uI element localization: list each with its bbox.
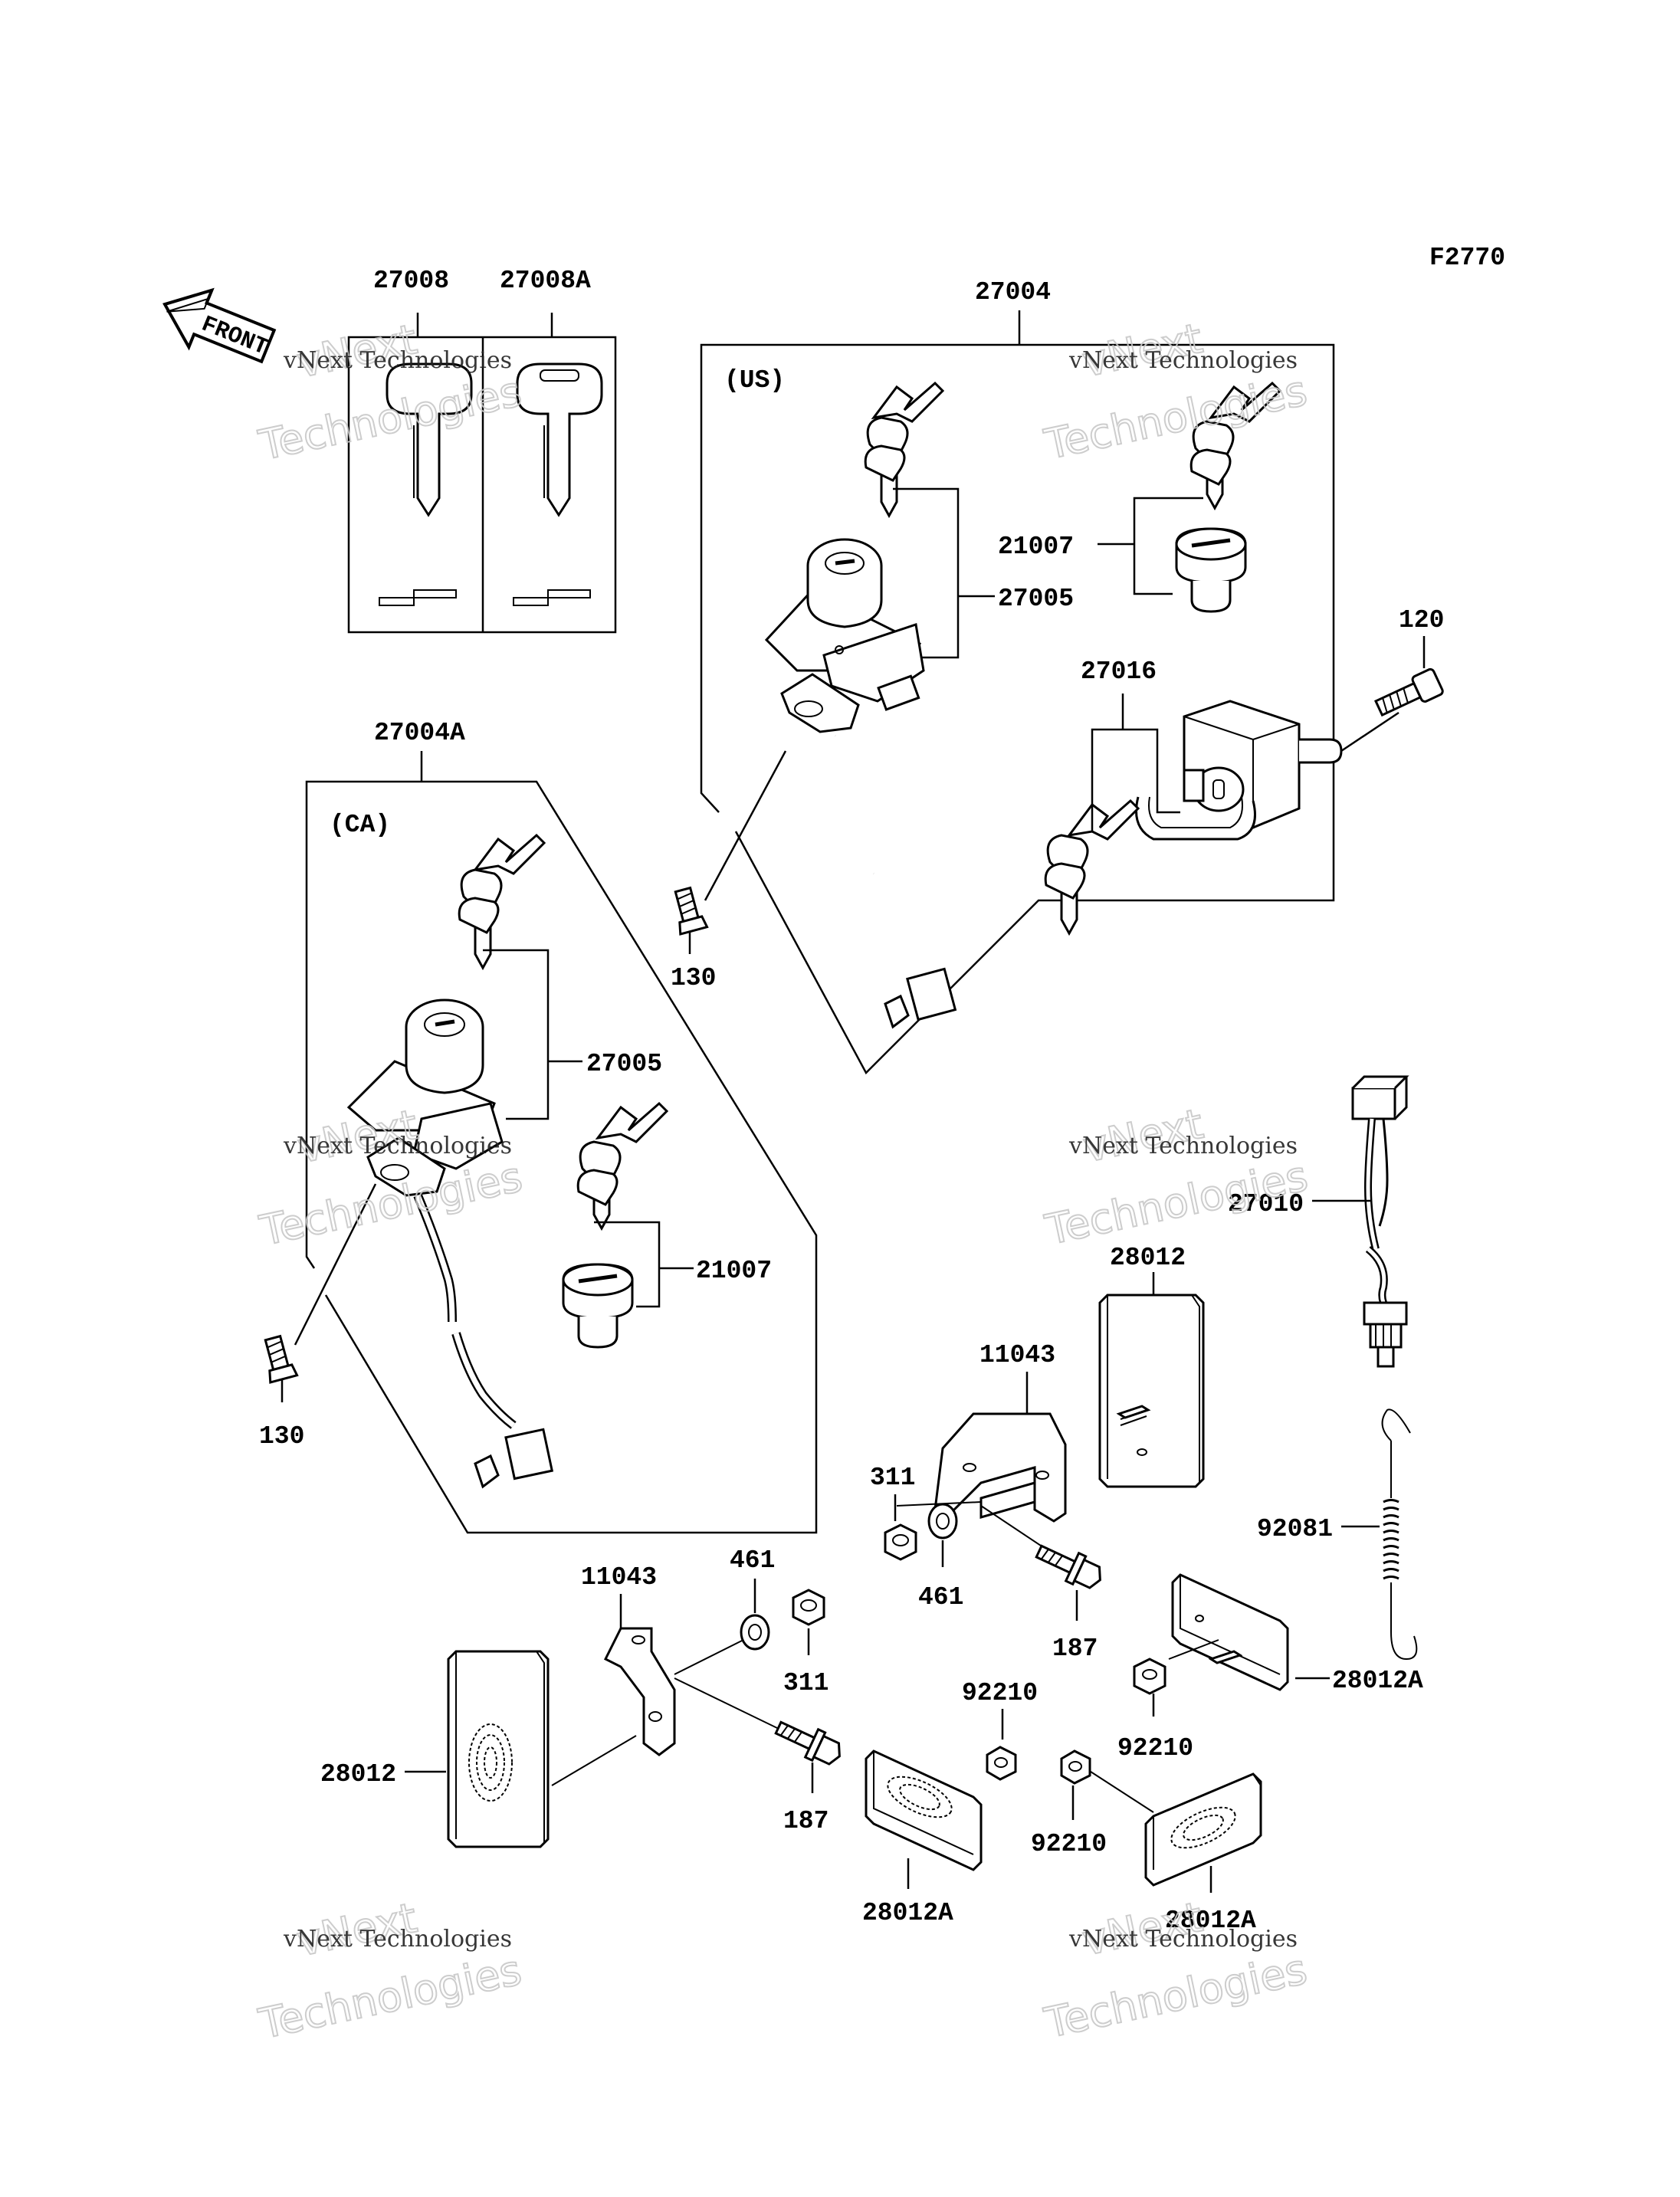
screw-130-us [674,886,709,936]
part-label-28012A-right: 28012A [1332,1667,1423,1695]
figure-code: F2770 [1429,244,1505,272]
part-label-27004A: 27004A [374,719,465,747]
bolt-187-top [1035,1544,1101,1589]
part-label-27004: 27004 [975,278,1051,307]
svg-text:vNext Technologies: vNext Technologies [1068,347,1298,374]
part-label-27005-ca: 27005 [586,1050,662,1078]
spring-92081 [1381,1408,1418,1661]
lock-cap-21007-us [1175,527,1247,613]
group-27004A-ca [305,751,818,1534]
svg-text:Technologies: Technologies [254,1946,525,2048]
reflector-28012A-right [1171,1573,1289,1691]
svg-text:vNext Technologies: vNext Technologies [283,347,512,374]
reflector-28012-left [447,1650,550,1848]
part-label-187-top: 187 [1052,1635,1098,1663]
part-label-28012A-br: 28012A [1165,1907,1256,1935]
group-27004-us [700,310,1335,1075]
part-label-21007-us: 21007 [998,533,1074,561]
part-label-311-top: 311 [870,1464,915,1492]
part-label-28012-top: 28012 [1110,1244,1186,1272]
nut-92210-b [986,1746,1017,1781]
key-set-21007-ca [576,1101,669,1231]
watermark-mid-right: Technologies vNext vNext Technologies [1040,1099,1312,1255]
reflector-pattern-icon [468,1723,513,1802]
bolt-187-left [774,1720,841,1766]
part-label-92210-b: 92210 [962,1679,1038,1707]
svg-text:vNext Technologies: vNext Technologies [283,1133,512,1159]
part-label-130-ca: 130 [259,1422,304,1451]
part-label-27010: 27010 [1228,1190,1304,1218]
screw-130-ca [264,1334,299,1384]
key-set-27016 [1044,798,1140,936]
switch-27010 [1351,1075,1409,1368]
part-label-28012A-bottom: 28012A [862,1899,953,1927]
reflector-28012A-br [1144,1772,1262,1887]
svg-text:Technologies: Technologies [1040,1945,1311,2048]
nut-92210-c [1060,1749,1091,1785]
reflector-28012A-bottom [865,1749,983,1871]
part-label-11043-left: 11043 [581,1563,657,1592]
watermark-bottom-left: Technologies vNext vNext Technologies [254,1893,526,2049]
group-label-ca: (CA) [330,811,390,839]
bolt-120 [1373,667,1444,717]
key-box-27008 [347,313,617,634]
reflector-28012-top [1098,1294,1205,1488]
part-label-311-left: 311 [783,1669,829,1697]
nut-311-top [884,1523,917,1561]
bracket-11043-top [934,1412,1067,1523]
lock-cap-21007-ca [562,1263,634,1349]
key-set-27005-ca [458,833,546,971]
part-label-130-us: 130 [671,964,716,992]
svg-text:vNext Technologies: vNext Technologies [283,1926,512,1953]
nut-311-left [792,1589,825,1626]
part-label-187-left: 187 [783,1807,829,1835]
part-label-21007-ca: 21007 [696,1257,772,1285]
watermark-top-right: Technologies vNext vNext Technologies [1039,313,1311,470]
part-label-120: 120 [1399,606,1444,635]
svg-text:Technologies: Technologies [1041,1152,1311,1254]
part-label-92081: 92081 [1257,1515,1333,1543]
washer-461-top [927,1503,958,1540]
part-label-11043-top: 11043 [979,1341,1055,1369]
ignition-wire-us [832,735,957,1029]
part-label-27008: 27008 [373,267,449,295]
bracket-11043-left [603,1627,676,1756]
part-label-27008A: 27008A [500,267,591,295]
key-set-27005-us [864,381,945,519]
ignition-switch-ca [346,998,504,1197]
key-set-21007-us [1189,381,1282,511]
part-label-461-top: 461 [918,1583,963,1612]
front-arrow-icon: FRONT [162,287,277,364]
watermark-bottom-right: Technologies vNext vNext Technologies [1039,1892,1311,2048]
seat-lock-27016 [1135,700,1343,841]
group-label-us: (US) [724,366,785,395]
svg-text:vNext Technologies: vNext Technologies [1068,1133,1298,1159]
svg-text:vNext Technologies: vNext Technologies [1068,1926,1298,1953]
part-label-27016: 27016 [1081,657,1157,686]
washer-461-left [740,1614,770,1651]
part-label-92210-c: 92210 [1031,1830,1107,1858]
part-label-461-left: 461 [730,1546,775,1575]
ignition-switch-us [764,538,925,733]
nut-92210-a [1133,1658,1166,1695]
part-label-27005-us: 27005 [998,585,1074,613]
part-label-28012-left: 28012 [320,1760,396,1789]
svg-text:Technologies: Technologies [1040,366,1311,469]
ignition-wire-ca [413,1193,554,1489]
part-label-92210-a: 92210 [1117,1734,1193,1763]
